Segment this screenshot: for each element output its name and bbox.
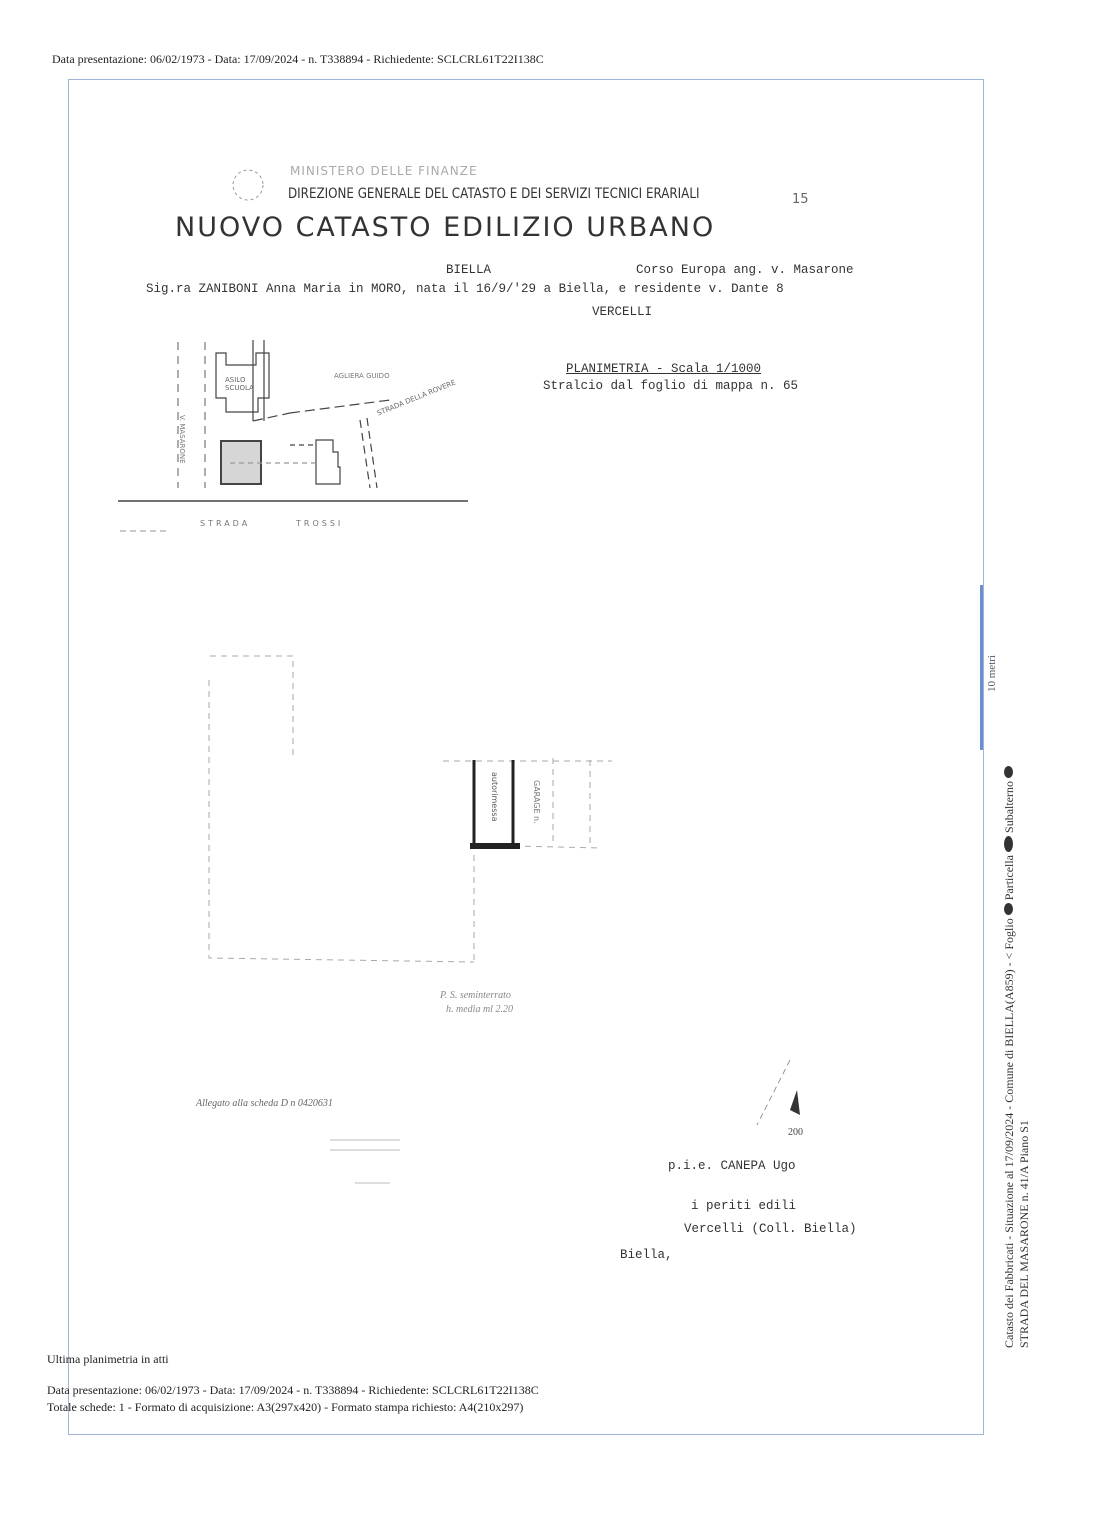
level-note-2: h. media ml 2.20 [446, 1004, 513, 1015]
collegio-label: Vercelli (Coll. Biella) [684, 1222, 857, 1236]
side-info-text: Catasto dei Fabbricati - Situazione al 1… [1002, 918, 1016, 1348]
north-arrow-icon [756, 1059, 800, 1126]
room-autorimessa: autorimessa [490, 772, 499, 822]
site-map-subtitle: Stralcio dal foglio di mappa n. 65 [543, 379, 799, 393]
footer-ultima: Ultima planimetria in atti [47, 1352, 169, 1366]
particella-label: Particella [1002, 854, 1016, 901]
scale-bar-line [980, 585, 983, 750]
direction-name: DIREZIONE GENERALE DEL CATASTO E DEI SER… [288, 186, 700, 202]
side-info-line-2: STRADA DEL MASARONE n. 41/A Piano S1 [1017, 1120, 1031, 1348]
label-road-bottom-1: STRADA [200, 519, 251, 528]
footer-line-2: Totale schede: 1 - Formato di acquisizio… [47, 1400, 524, 1414]
comune: BIELLA [446, 263, 492, 277]
subalterno-label: Subalterno [1002, 780, 1016, 833]
label-neighbor: AGLIERA GUIDO [334, 372, 390, 380]
allegato-note: Allegato alla scheda D n 0420631 [196, 1098, 333, 1109]
garage-walls [470, 760, 520, 849]
surveyor-name: p.i.e. CANEPA Ugo [668, 1159, 796, 1173]
form-number: 15 [792, 192, 809, 207]
ministry-emblem [232, 169, 264, 201]
site-map-drawing [118, 340, 468, 532]
footer-line-1: Data presentazione: 06/02/1973 - Data: 1… [47, 1383, 539, 1397]
side-info-line-1: Catasto dei Fabbricati - Situazione al 1… [1002, 765, 1017, 1348]
address: Corso Europa ang. v. Masarone [636, 263, 854, 277]
redaction-icon [1004, 765, 1013, 778]
redaction-icon [1004, 903, 1013, 916]
label-building: ASILO SCUOLA [225, 376, 254, 392]
floor-plan-drawing [208, 655, 612, 963]
scale-bar-label: 10 metri [986, 655, 998, 692]
label-road-bottom-2: TROSSI [296, 519, 344, 528]
page-frame [68, 79, 984, 1435]
province: VERCELLI [592, 305, 653, 319]
site-map-title: PLANIMETRIA - Scala 1/1000 [566, 362, 762, 376]
level-note-1: P. S. seminterrato [440, 990, 511, 1001]
top-header: Data presentazione: 06/02/1973 - Data: 1… [52, 52, 544, 66]
scale-200: 200 [788, 1127, 803, 1138]
stamp-lines [330, 1139, 400, 1184]
periti-label: i periti edili [691, 1199, 797, 1213]
owner-line: Sig.ra ZANIBONI Anna Maria in MORO, nata… [146, 282, 784, 296]
place-label: Biella, [620, 1248, 673, 1262]
document-title: NUOVO CATASTO EDILIZIO URBANO [175, 212, 716, 243]
room-garage: GARAGE n. [532, 780, 541, 824]
label-street-left: V. MASARONE [178, 415, 186, 464]
redaction-icon [1004, 835, 1013, 852]
ministry-name: MINISTERO DELLE FINANZE [290, 164, 478, 178]
